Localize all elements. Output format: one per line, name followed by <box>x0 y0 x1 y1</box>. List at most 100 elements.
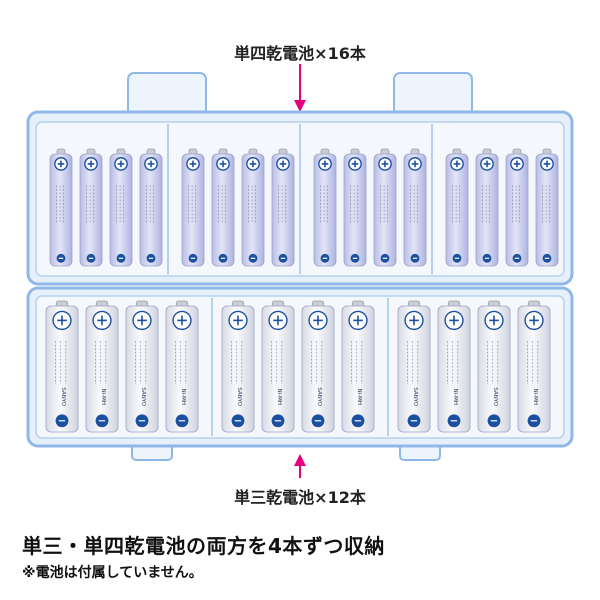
battery-brand-text: SANYO <box>60 387 66 407</box>
plus-terminal-icon <box>92 310 112 331</box>
plus-terminal-icon <box>524 310 544 331</box>
plus-terminal-icon <box>450 157 464 171</box>
aaa-battery <box>445 148 469 267</box>
minus-terminal-icon <box>188 253 198 263</box>
minus-terminal-icon <box>527 414 541 428</box>
minus-terminal-icon <box>231 414 245 428</box>
minus-terminal-icon <box>410 253 420 263</box>
aaa-battery <box>505 148 529 267</box>
battery-brand-text: Ni-MH <box>532 388 538 405</box>
minus-terminal-icon <box>56 253 66 263</box>
aa-battery: Ni-MH <box>261 300 295 433</box>
minus-terminal-icon <box>542 253 552 263</box>
battery-brand-text: Ni-MH <box>100 388 106 405</box>
aaa-battery <box>271 148 295 267</box>
plus-terminal-icon <box>276 157 290 171</box>
minus-terminal-icon <box>95 414 109 428</box>
plus-terminal-icon <box>540 157 554 171</box>
aaa-battery <box>373 148 397 267</box>
plus-terminal-icon <box>348 310 368 331</box>
plus-terminal-icon <box>144 157 158 171</box>
plus-terminal-icon <box>54 157 68 171</box>
aa-case: SANYO Ni-MH SANYO Ni-MH SANYO Ni-MH SANYO Ni-MH… <box>26 286 574 461</box>
plus-terminal-icon <box>132 310 152 331</box>
minus-terminal-icon <box>55 414 69 428</box>
aa-capacity-label: 単三乾電池×12本 <box>234 488 366 507</box>
battery-brand-text: Ni-MH <box>180 388 186 405</box>
plus-terminal-icon <box>114 157 128 171</box>
minus-terminal-icon <box>351 414 365 428</box>
battery-brand-text: SANYO <box>236 387 242 407</box>
plus-terminal-icon <box>52 310 72 331</box>
minus-terminal-icon <box>86 253 96 263</box>
battery-brand-text: Ni-MH <box>452 388 458 405</box>
battery-brand-text: Ni-MH <box>356 388 362 405</box>
aa-battery: SANYO <box>45 300 79 433</box>
aa-battery: SANYO <box>477 300 511 433</box>
plus-terminal-icon <box>308 310 328 331</box>
aa-battery: SANYO <box>221 300 255 433</box>
aaa-battery <box>139 148 163 267</box>
plus-terminal-icon <box>216 157 230 171</box>
battery-brand-text: SANYO <box>140 387 146 407</box>
aa-battery: SANYO <box>397 300 431 433</box>
plus-terminal-icon <box>378 157 392 171</box>
minus-terminal-icon <box>271 414 285 428</box>
minus-terminal-icon <box>380 253 390 263</box>
minus-terminal-icon <box>175 414 189 428</box>
aaa-battery <box>49 148 73 267</box>
minus-terminal-icon <box>407 414 421 428</box>
aa-battery: SANYO <box>301 300 335 433</box>
minus-terminal-icon <box>116 253 126 263</box>
plus-terminal-icon <box>480 157 494 171</box>
aa-battery: Ni-MH <box>85 300 119 433</box>
battery-brand-text: SANYO <box>316 387 322 407</box>
battery-brand-text: Ni-MH <box>276 388 282 405</box>
plus-terminal-icon <box>348 157 362 171</box>
plus-terminal-icon <box>172 310 192 331</box>
aaa-battery <box>313 148 337 267</box>
aaa-battery <box>181 148 205 267</box>
minus-terminal-icon <box>146 253 156 263</box>
plus-terminal-icon <box>186 157 200 171</box>
aa-battery: Ni-MH <box>437 300 471 433</box>
minus-terminal-icon <box>512 253 522 263</box>
aaa-battery <box>79 148 103 267</box>
aa-battery: Ni-MH <box>517 300 551 433</box>
aaa-battery <box>109 148 133 267</box>
aaa-battery <box>241 148 265 267</box>
aa-battery: SANYO <box>125 300 159 433</box>
minus-terminal-icon <box>350 253 360 263</box>
arrow-up-icon <box>294 454 306 478</box>
aa-battery: Ni-MH <box>341 300 375 433</box>
minus-terminal-icon <box>487 414 501 428</box>
aa-battery: Ni-MH <box>165 300 199 433</box>
plus-terminal-icon <box>318 157 332 171</box>
battery-brand-text: SANYO <box>492 387 498 407</box>
headline: 単三・単四乾電池の両方を4本ずつ収納 <box>22 534 385 558</box>
aaa-battery <box>475 148 499 267</box>
plus-terminal-icon <box>484 310 504 331</box>
plus-terminal-icon <box>444 310 464 331</box>
plus-terminal-icon <box>228 310 248 331</box>
aaa-case <box>26 72 574 286</box>
aaa-battery <box>211 148 235 267</box>
plus-terminal-icon <box>510 157 524 171</box>
aaa-battery <box>403 148 427 267</box>
plus-terminal-icon <box>408 157 422 171</box>
battery-brand-text: SANYO <box>412 387 418 407</box>
minus-terminal-icon <box>482 253 492 263</box>
aaa-battery <box>343 148 367 267</box>
minus-terminal-icon <box>452 253 462 263</box>
aaa-capacity-label: 単四乾電池×16本 <box>234 44 366 63</box>
minus-terminal-icon <box>248 253 258 263</box>
arrow-down-icon <box>294 64 306 112</box>
plus-terminal-icon <box>84 157 98 171</box>
minus-terminal-icon <box>135 414 149 428</box>
minus-terminal-icon <box>278 253 288 263</box>
plus-terminal-icon <box>404 310 424 331</box>
plus-terminal-icon <box>268 310 288 331</box>
minus-terminal-icon <box>320 253 330 263</box>
aaa-battery <box>535 148 559 267</box>
